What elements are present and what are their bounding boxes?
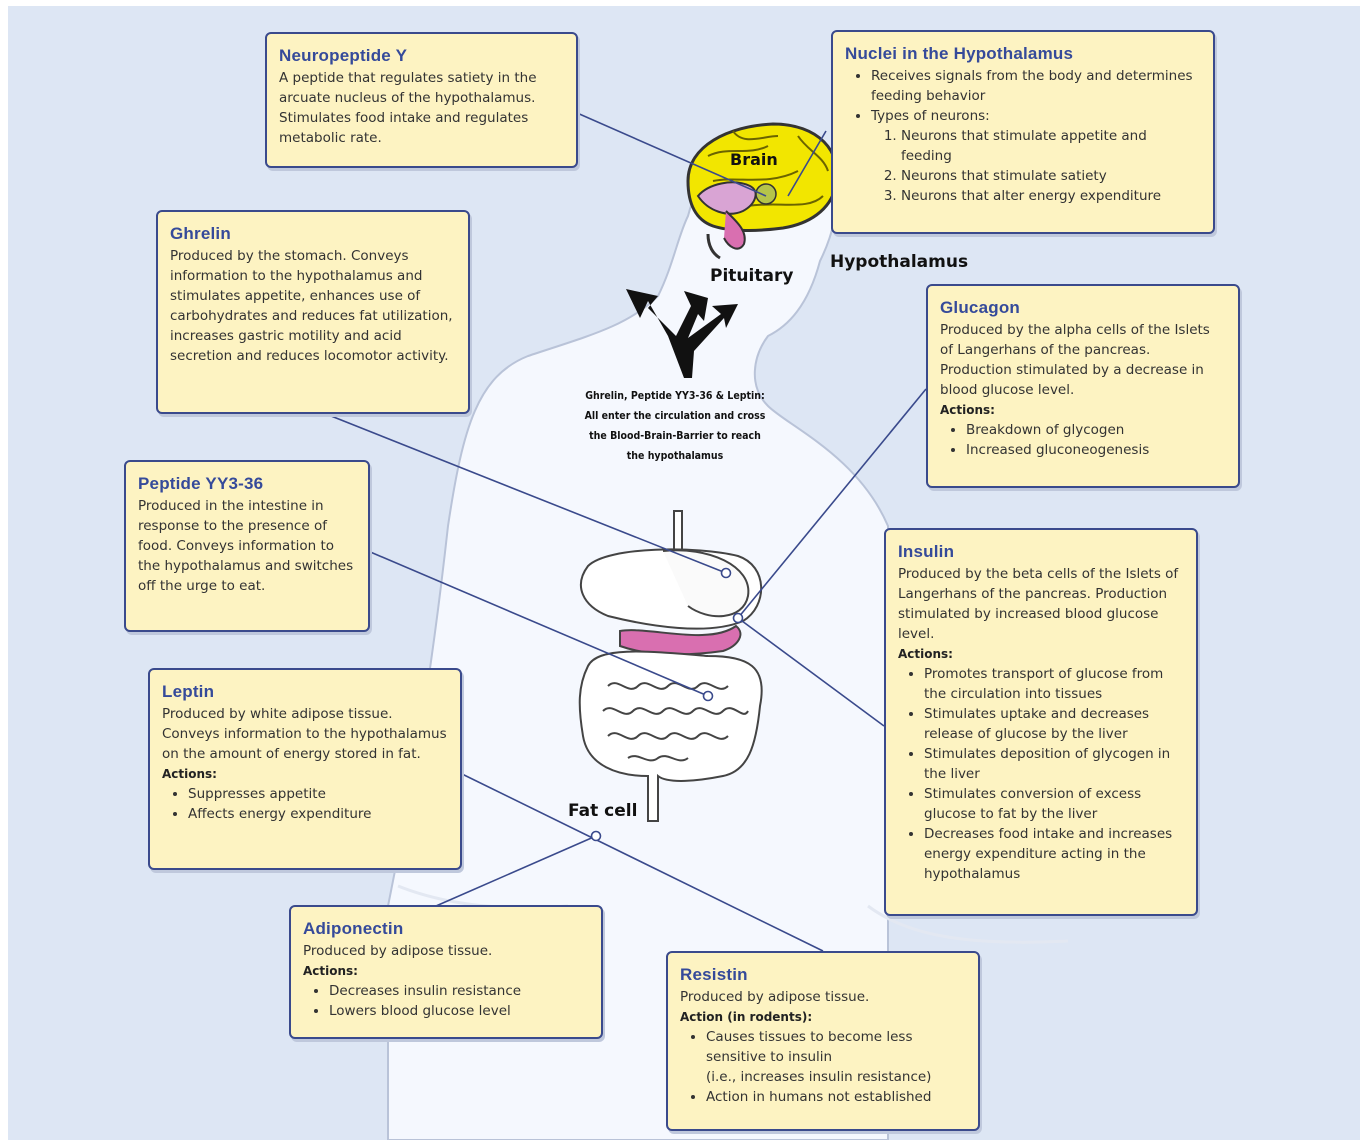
action-item: Affects energy expenditure (188, 804, 448, 824)
pituitary-label: Pituitary (710, 266, 793, 286)
leptin-actions-label: Actions: (162, 764, 448, 784)
neuron-types-list: Neurons that stimulate appetite and feed… (871, 126, 1201, 206)
nuclei-box: Nuclei in the Hypothalamus Receives sign… (831, 30, 1215, 234)
action-item: Suppresses appetite (188, 784, 448, 804)
nuclei-bullet-neurons: Types of neurons: Neurons that stimulate… (871, 106, 1201, 206)
leptin-text: Produced by white adipose tissue. Convey… (162, 704, 448, 764)
insulin-box: Insulin Produced by the beta cells of th… (884, 528, 1198, 916)
insulin-actions-label: Actions: (898, 644, 1184, 664)
action-item: Stimulates deposition of glycogen in the… (924, 744, 1184, 784)
resistin-actions-label: Action (in rodents): (680, 1007, 966, 1027)
neuropeptide-y-text: A peptide that regulates satiety in the … (279, 68, 564, 148)
glucagon-title: Glucagon (940, 298, 1226, 318)
resistin-title: Resistin (680, 965, 966, 985)
action-item: Action in humans not established (706, 1087, 966, 1107)
ghrelin-title: Ghrelin (170, 224, 456, 244)
neuropeptide-y-title: Neuropeptide Y (279, 46, 564, 66)
brain-label: Brain (730, 150, 778, 169)
peptide-yy-text: Produced in the intestine in response to… (138, 496, 356, 596)
peptide-yy-title: Peptide YY3-36 (138, 474, 356, 494)
action-item: Increased gluconeogenesis (966, 440, 1226, 460)
resistin-action-note: (i.e., increases insulin resistance) (706, 1069, 931, 1085)
action-item: Decreases insulin resistance (329, 981, 589, 1001)
glucagon-box: Glucagon Produced by the alpha cells of … (926, 284, 1240, 488)
nuclei-bullet-signals: Receives signals from the body and deter… (871, 66, 1201, 106)
center-note: Ghrelin, Peptide YY3-36 & Leptin: All en… (580, 386, 770, 466)
adiponectin-actions-label: Actions: (303, 961, 589, 981)
insulin-text: Produced by the beta cells of the Islets… (898, 564, 1184, 644)
neuron-type-item: Neurons that alter energy expenditure (901, 186, 1201, 206)
action-item: Causes tissues to become less sensitive … (706, 1027, 966, 1087)
adiponectin-title: Adiponectin (303, 919, 589, 939)
action-item: Promotes transport of glucose from the c… (924, 664, 1184, 704)
action-item: Breakdown of glycogen (966, 420, 1226, 440)
adiponectin-actions-list: Decreases insulin resistance Lowers bloo… (303, 981, 589, 1021)
glucagon-actions-label: Actions: (940, 400, 1226, 420)
glucagon-text: Produced by the alpha cells of the Islet… (940, 320, 1226, 400)
action-item: Decreases food intake and increases ener… (924, 824, 1184, 884)
resistin-actions-list: Causes tissues to become less sensitive … (680, 1027, 966, 1107)
neuron-type-item: Neurons that stimulate satiety (901, 166, 1201, 186)
leptin-box: Leptin Produced by white adipose tissue.… (148, 668, 462, 870)
resistin-box: Resistin Produced by adipose tissue. Act… (666, 951, 980, 1131)
ghrelin-text: Produced by the stomach. Conveys informa… (170, 246, 456, 366)
ghrelin-box: Ghrelin Produced by the stomach. Conveys… (156, 210, 470, 414)
action-item: Stimulates uptake and decreases release … (924, 704, 1184, 744)
action-item: Stimulates conversion of excess glucose … (924, 784, 1184, 824)
leptin-actions-list: Suppresses appetite Affects energy expen… (162, 784, 448, 824)
nuclei-title: Nuclei in the Hypothalamus (845, 44, 1201, 64)
hypothalamus-label: Hypothalamus (830, 252, 968, 272)
fat-cell-label: Fat cell (568, 801, 637, 821)
nuclei-list: Receives signals from the body and deter… (845, 66, 1201, 206)
adiponectin-box: Adiponectin Produced by adipose tissue. … (289, 905, 603, 1039)
action-item: Lowers blood glucose level (329, 1001, 589, 1021)
peptide-yy-box: Peptide YY3-36 Produced in the intestine… (124, 460, 370, 632)
leptin-title: Leptin (162, 682, 448, 702)
neuron-type-item: Neurons that stimulate appetite and feed… (901, 126, 1201, 166)
adiponectin-text: Produced by adipose tissue. (303, 941, 589, 961)
neuron-types-label: Types of neurons: (871, 108, 990, 124)
insulin-title: Insulin (898, 542, 1184, 562)
insulin-actions-list: Promotes transport of glucose from the c… (898, 664, 1184, 884)
neuropeptide-y-box: Neuropeptide Y A peptide that regulates … (265, 32, 578, 168)
glucagon-actions-list: Breakdown of glycogen Increased gluconeo… (940, 420, 1226, 460)
diagram-canvas: Brain Pituitary Hypothalamus Fat cell Gh… (8, 6, 1360, 1140)
resistin-text: Produced by adipose tissue. (680, 987, 966, 1007)
resistin-action-text: Causes tissues to become less sensitive … (706, 1029, 913, 1065)
